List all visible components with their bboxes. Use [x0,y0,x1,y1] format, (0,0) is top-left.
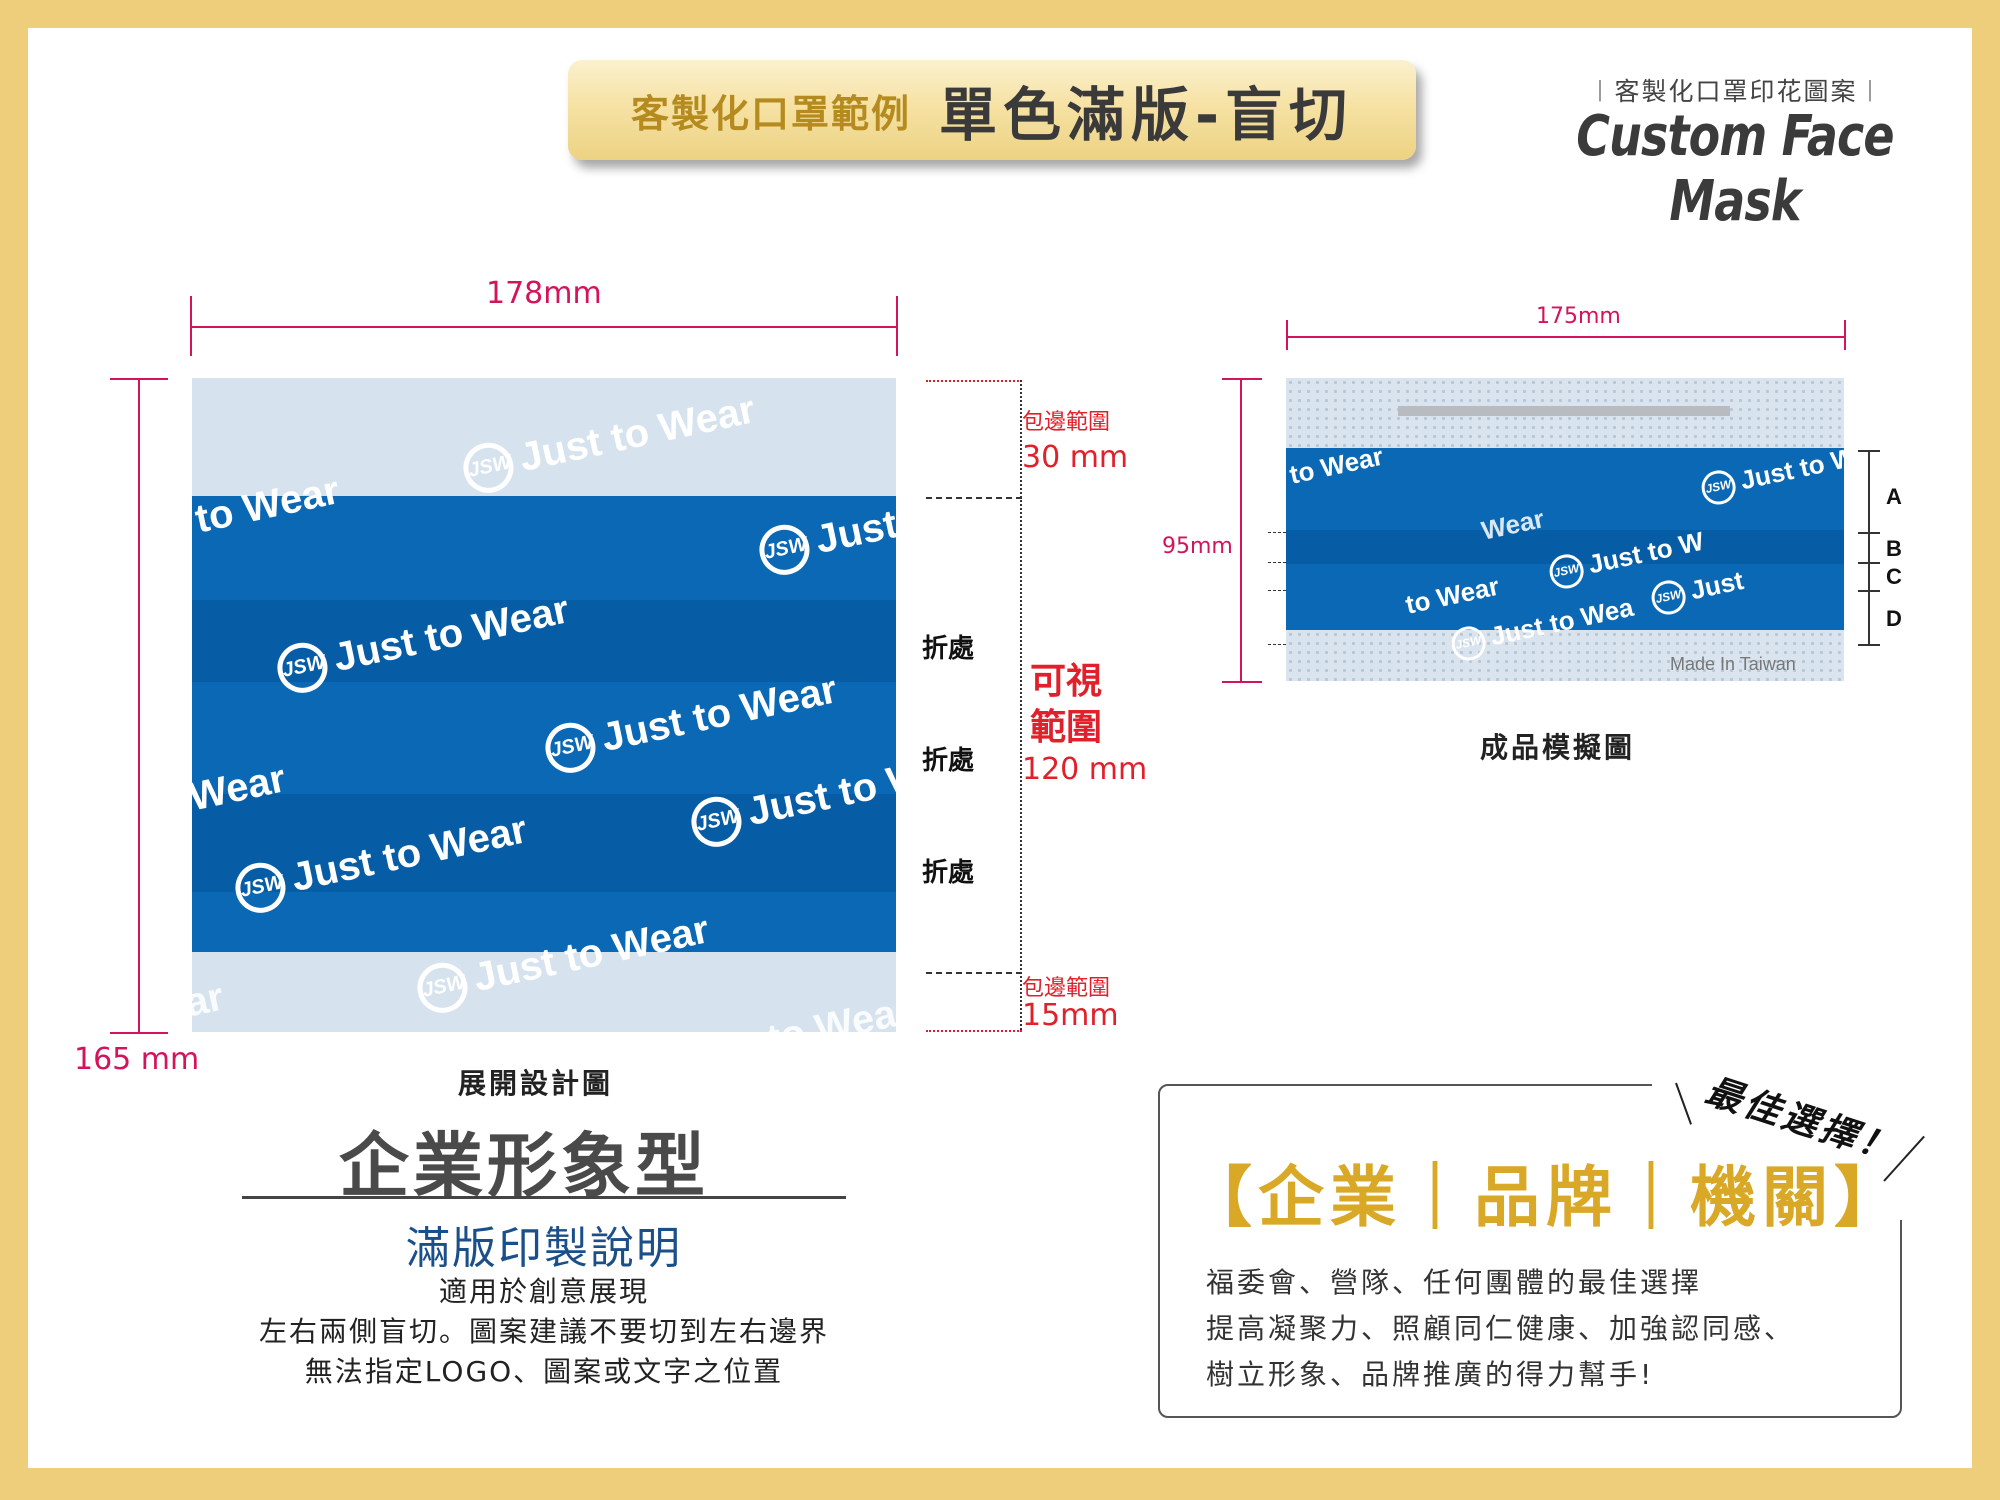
height-dim-bottom-tick [110,1032,168,1034]
brand-name: Custom Face Mask [1576,104,1894,234]
height-dim-line [138,378,140,1032]
jsw-logo-icon: JSW [1448,623,1489,664]
flat-design-caption: 展開設計圖 [458,1067,614,1100]
visible-range-label-2: 範圍 [1030,707,1103,748]
bottom-margin-guide [926,1030,1022,1032]
mock-fold-guide [1268,532,1286,533]
top-margin-guide [926,380,1022,382]
mock-bottom-hem [1286,630,1844,681]
recommendation-heading: 【企業｜品牌｜機關】 [1186,1159,1906,1236]
width-dim-line [190,326,896,328]
jsw-logo-icon: JSW [412,958,473,1018]
bottom-margin-value: 15mm [1022,998,1119,1033]
mock-width-right-tick [1844,320,1846,350]
visible-range-guide [1020,380,1022,1030]
marker-tick [1858,590,1880,592]
jsw-logo-icon: JSW [1698,467,1739,508]
recommendation-line: 福委會、營隊、任何團體的最佳選擇 [1206,1266,1703,1299]
top-margin-value: 30 mm [1022,440,1129,475]
jsw-logo-icon: JSW [540,718,601,778]
mock-height-line [1240,378,1242,681]
mock-fold-guide [1268,644,1286,645]
height-dim-label: 165 mm [74,1042,200,1077]
flat-design-image: to Wear JSWJust to Wear JSWJust JSWJust … [192,378,896,1032]
mock-pleat-band [1286,530,1844,564]
marker-c: C [1886,564,1902,589]
visible-band-5 [192,892,896,952]
marker-tick [1858,644,1880,646]
marker-b: B [1886,536,1902,561]
fold-label-1: 折處 [922,634,975,664]
width-dim-right-tick [896,296,898,356]
top-margin-label: 包邊範圍 [1022,410,1111,435]
made-in-label: Made In Taiwan [1670,654,1796,674]
type-title: 企業形象型 [339,1125,709,1207]
fold-label-3: 折處 [922,858,975,888]
recommendation-line: 提高凝聚力、照顧同仁健康、加強認同感、 [1206,1312,1796,1345]
visible-top-guide [926,497,1022,499]
marker-tick [1858,450,1880,452]
visible-range-value: 120 mm [1022,752,1148,787]
jsw-logo-icon: JSW [230,858,291,918]
visible-band-3 [192,682,896,794]
title-plaque: 客製化口罩範例 單色滿版-盲切 [568,60,1416,160]
mockup-caption: 成品模擬圖 [1480,731,1636,764]
marker-d: D [1886,606,1902,631]
bottom-margin-band [192,952,896,1032]
visible-band-4 [192,794,896,892]
jsw-logo-icon: JSW [1648,577,1689,618]
marker-a: A [1886,484,1902,509]
print-line: 無法指定LOGO、圖案或文字之位置 [304,1355,784,1388]
mock-fold-guide [1268,562,1286,563]
visible-band-1 [192,496,896,600]
marker-tick [1858,532,1880,534]
recommendation-text: 福委會、營隊、任何團體的最佳選擇 提高凝聚力、照顧同仁健康、加強認同感、 樹立形… [1206,1260,1795,1398]
mock-height-top-tick [1222,378,1262,380]
mock-height-bottom-tick [1222,681,1262,683]
visible-bottom-guide [926,972,1022,974]
top-margin-band [192,378,896,496]
visible-range-label-1: 可視 [1030,661,1103,702]
type-title-underline [242,1196,846,1199]
width-dim-label: 178mm [486,276,602,311]
jsw-logo-icon: JSW [458,438,519,498]
visible-band-2 [192,600,896,682]
marker-tick [1858,562,1880,564]
nose-wire [1398,406,1730,416]
mock-width-line [1286,336,1844,338]
marker-scale-line [1868,450,1870,644]
mock-fold-guide [1268,590,1286,591]
fold-label-2: 折處 [922,746,975,776]
jsw-logo-icon: JSW [272,638,333,698]
mock-width-label: 175mm [1536,304,1621,329]
mock-width-left-tick [1286,320,1288,350]
print-line: 適用於創意展現 [438,1275,649,1308]
mock-height-label: 95mm [1162,534,1233,559]
print-description: 適用於創意展現 左右兩側盲切。圖案建議不要切到左右邊界 無法指定LOGO、圖案或… [234,1272,854,1392]
title-subtitle: 客製化口罩範例 [630,91,911,136]
jsw-logo-icon: JSW [686,792,747,852]
brand-tagline: ︱客製化口罩印花圖案︱ [1587,77,1885,106]
jsw-logo-icon: JSW [754,520,815,580]
print-line: 左右兩側盲切。圖案建議不要切到左右邊界 [258,1315,829,1348]
print-description-title: 滿版印製說明 [406,1223,682,1274]
jsw-logo-icon: JSW [1546,551,1587,592]
bottom-margin-label: 包邊範圍 [1022,976,1111,1001]
title-main: 單色滿版-盲切 [938,81,1354,149]
recommendation-line: 樹立形象、品牌推廣的得力幫手! [1206,1358,1655,1391]
badge-gap [1652,1070,1902,1220]
